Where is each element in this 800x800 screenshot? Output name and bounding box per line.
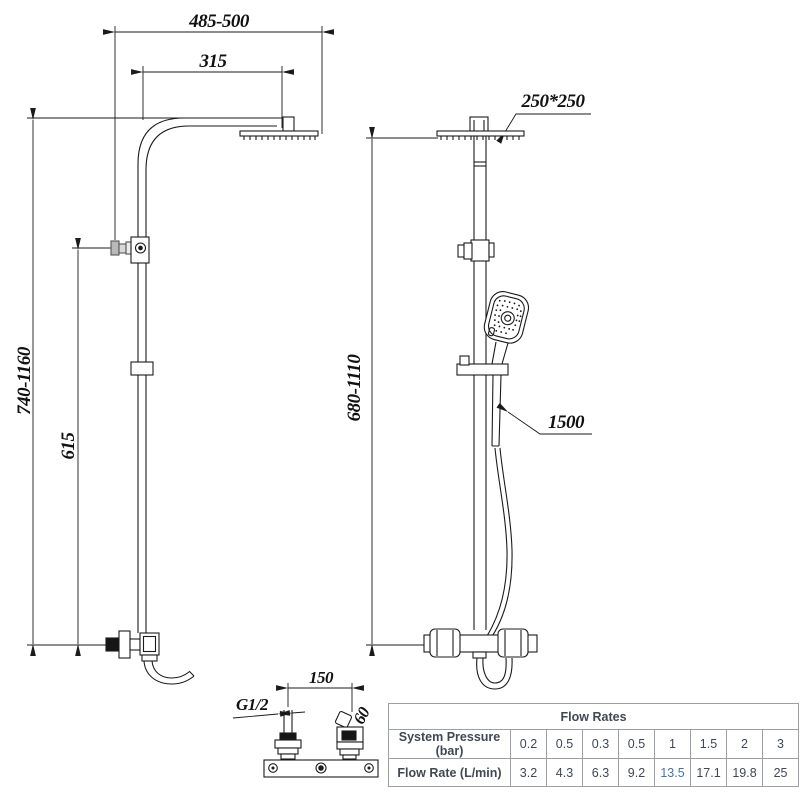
pressure-cell: 1 bbox=[654, 729, 691, 759]
pressure-row: System Pressure (bar) 0.2 0.5 0.3 0.5 1 … bbox=[388, 729, 800, 759]
flow-cell: 3.2 bbox=[510, 758, 547, 787]
dim-inlet-spacing: 150 bbox=[309, 668, 334, 687]
front-view-drawing bbox=[27, 26, 334, 685]
side-view-drawing bbox=[366, 113, 592, 690]
dim-head-offset: 315 bbox=[199, 51, 228, 72]
flow-rates-table: Flow Rates System Pressure (bar) 0.2 0.5… bbox=[387, 703, 800, 787]
flow-cell: 9.2 bbox=[618, 758, 655, 787]
flow-row: Flow Rate (L/min) 3.2 4.3 6.3 9.2 13.5 1… bbox=[388, 758, 800, 787]
flow-cell: 25 bbox=[761, 758, 800, 787]
dim-head-size: 250*250 bbox=[521, 91, 586, 112]
pressure-cell: 0.5 bbox=[546, 729, 583, 759]
dim-riser-height: 615 bbox=[58, 432, 79, 460]
dim-thread-label: G1/2 bbox=[236, 695, 269, 714]
flow-cell: 6.3 bbox=[582, 758, 619, 787]
pressure-cell: 0.2 bbox=[510, 729, 547, 759]
valve-view-drawing bbox=[232, 683, 379, 778]
pressure-cell: 0.5 bbox=[618, 729, 655, 759]
dim-width-range: 485-500 bbox=[189, 11, 249, 32]
pressure-cell: 0.3 bbox=[582, 729, 619, 759]
flow-row-label: Flow Rate (L/min) bbox=[388, 758, 511, 787]
pressure-cell: 3 bbox=[761, 729, 800, 759]
dim-hose-length: 1500 bbox=[548, 412, 585, 433]
pressure-cell: 2 bbox=[726, 729, 763, 759]
dim-height-range-side: 680-1110 bbox=[344, 354, 365, 422]
flow-cell: 13.5 bbox=[654, 758, 691, 787]
flow-table-title: Flow Rates bbox=[387, 703, 800, 730]
pressure-cell: 1.5 bbox=[690, 729, 727, 759]
flow-cell: 17.1 bbox=[690, 758, 727, 787]
dim-height-range-front: 740-1160 bbox=[14, 347, 35, 415]
pressure-row-label: System Pressure (bar) bbox=[388, 729, 511, 759]
flow-cell: 19.8 bbox=[726, 758, 763, 787]
flow-cell: 4.3 bbox=[546, 758, 583, 787]
